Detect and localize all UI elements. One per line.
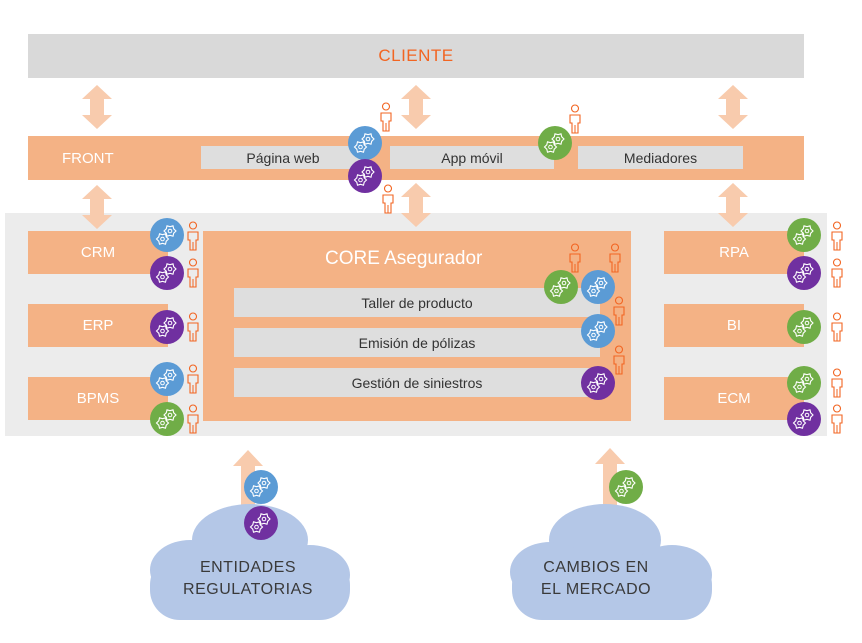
double-arrow-icon — [718, 85, 748, 129]
system-label: BPMS — [76, 390, 120, 407]
gear-icon — [150, 310, 184, 344]
gear-icon — [244, 470, 278, 504]
gear-icon — [787, 366, 821, 400]
person-icon — [186, 258, 200, 288]
cloud-label-mercado: CAMBIOS EN EL MERCADO — [515, 557, 677, 601]
front-label: FRONT — [62, 149, 114, 167]
core-item-siniestros: Gestión de siniestros — [234, 368, 600, 397]
channel-label: Página web — [246, 149, 320, 166]
system-label: ECM — [717, 390, 751, 407]
system-label: ERP — [82, 317, 114, 334]
double-arrow-icon — [82, 85, 112, 129]
person-icon — [612, 296, 626, 326]
person-icon — [186, 404, 200, 434]
system-crm: CRM — [28, 231, 168, 274]
cloud-line: REGULATORIAS — [183, 581, 313, 598]
system-bpms: BPMS — [28, 377, 168, 420]
core-item-emision: Emisión de pólizas — [234, 328, 600, 357]
person-icon — [612, 345, 626, 375]
gear-icon — [581, 270, 615, 304]
cloud-line: EL MERCADO — [540, 581, 652, 598]
person-icon — [381, 184, 395, 214]
person-icon — [830, 312, 844, 342]
cloud-line: CAMBIOS EN — [543, 559, 649, 576]
person-icon — [186, 364, 200, 394]
gear-icon — [787, 256, 821, 290]
system-bi: BI — [664, 304, 804, 347]
gear-icon — [787, 310, 821, 344]
system-rpa: RPA — [664, 231, 804, 274]
cloud-line: ENTIDADES — [199, 559, 297, 576]
person-icon — [830, 258, 844, 288]
core-item-taller: Taller de producto — [234, 288, 600, 317]
channel-pagina-web: Página web — [201, 146, 365, 169]
person-icon — [608, 243, 622, 273]
channel-app-movil: App móvil — [390, 146, 554, 169]
gear-icon — [348, 159, 382, 193]
gear-icon — [150, 218, 184, 252]
double-arrow-icon — [718, 183, 748, 227]
cloud-icon — [150, 504, 350, 620]
person-icon — [186, 312, 200, 342]
gear-icon — [150, 256, 184, 290]
core-item-label: Emisión de pólizas — [358, 334, 476, 351]
person-icon — [830, 368, 844, 398]
core-item-label: Taller de producto — [361, 294, 473, 311]
channel-label: App móvil — [441, 149, 503, 166]
gear-icon — [538, 126, 572, 160]
system-erp: ERP — [28, 304, 168, 347]
person-icon — [568, 104, 582, 134]
gear-icon — [787, 402, 821, 436]
system-label: RPA — [719, 244, 749, 261]
cloud-label-regulatorias: ENTIDADES REGULATORIAS — [160, 557, 336, 601]
system-label: BI — [726, 317, 742, 334]
person-icon — [379, 102, 393, 132]
system-label: CRM — [80, 244, 116, 261]
gear-icon — [581, 366, 615, 400]
client-bar: CLIENTE — [28, 34, 804, 78]
client-label: CLIENTE — [378, 46, 454, 65]
gear-icon — [581, 314, 615, 348]
core-title: CORE Asegurador — [325, 248, 483, 269]
channel-mediadores: Mediadores — [578, 146, 743, 169]
gear-icon — [348, 126, 382, 160]
gear-icon — [150, 402, 184, 436]
gear-icon — [150, 362, 184, 396]
gear-icon — [787, 218, 821, 252]
double-arrow-icon — [401, 85, 431, 129]
person-icon — [568, 243, 582, 273]
double-arrow-icon — [401, 183, 431, 227]
cloud-icon — [510, 504, 712, 620]
gear-icon — [244, 506, 278, 540]
gear-icon — [609, 470, 643, 504]
system-ecm: ECM — [664, 377, 804, 420]
channel-label: Mediadores — [623, 149, 698, 166]
person-icon — [830, 221, 844, 251]
person-icon — [830, 404, 844, 434]
core-item-label: Gestión de siniestros — [351, 374, 483, 391]
gear-icon — [544, 270, 578, 304]
person-icon — [186, 221, 200, 251]
double-arrow-icon — [82, 185, 112, 229]
